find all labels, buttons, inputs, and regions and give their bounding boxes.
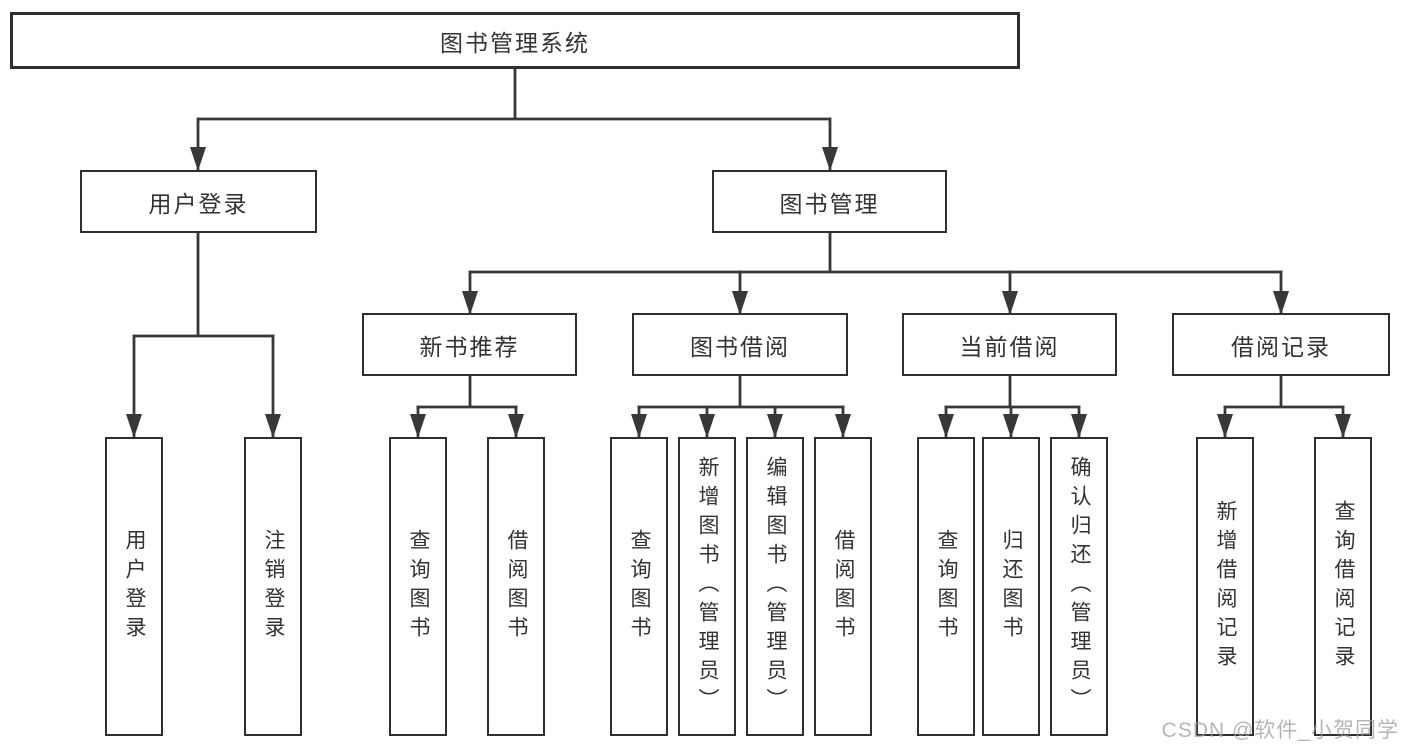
leaf-user-login: 用户登录 — [105, 437, 163, 736]
leaf-return-books: 归还图书 — [982, 437, 1040, 736]
leaf-borrow-books-recommend: 借阅图书 — [487, 437, 545, 736]
leaf-search-books-recommend: 查询图书 — [389, 437, 447, 736]
leaf-edit-book-admin: 编辑图书（管理员） — [746, 437, 804, 736]
node-borrowing-records: 借阅记录 — [1172, 313, 1390, 376]
node-new-book-recommend: 新书推荐 — [362, 313, 577, 376]
watermark: CSDN @软件_小贺同学 — [1161, 719, 1399, 742]
leaf-search-books-borrow: 查询图书 — [610, 437, 668, 736]
node-book-management: 图书管理 — [712, 170, 947, 233]
leaf-search-borrow-record: 查询借阅记录 — [1314, 437, 1372, 736]
leaf-borrow-books: 借阅图书 — [814, 437, 872, 736]
leaf-confirm-return-admin: 确认归还（管理员） — [1050, 437, 1108, 736]
node-current-borrowing: 当前借阅 — [902, 313, 1117, 376]
leaf-add-book-admin: 新增图书（管理员） — [678, 437, 736, 736]
node-book-borrowing: 图书借阅 — [632, 313, 848, 376]
leaf-add-borrow-record: 新增借阅记录 — [1196, 437, 1254, 736]
node-user-login: 用户登录 — [80, 170, 317, 233]
node-root: 图书管理系统 — [10, 12, 1020, 69]
leaf-search-books-current: 查询图书 — [917, 437, 975, 736]
leaf-logout: 注销登录 — [244, 437, 302, 736]
